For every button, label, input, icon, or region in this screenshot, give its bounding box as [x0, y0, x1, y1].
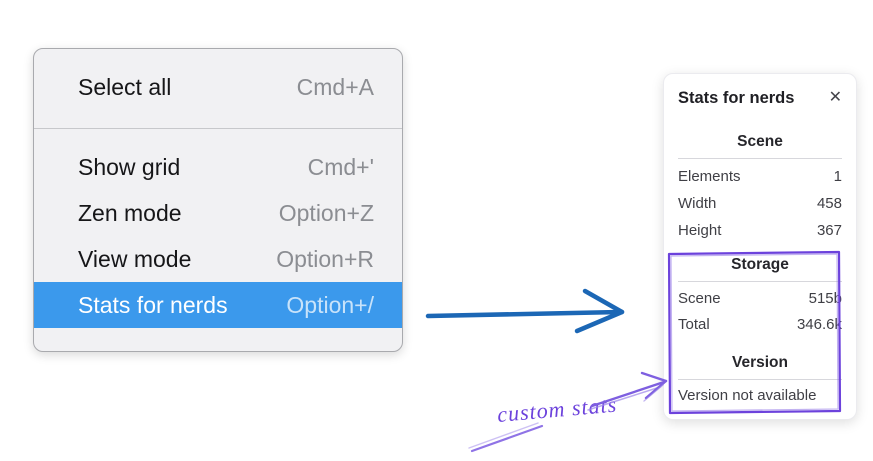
section-heading-storage: Storage — [731, 256, 789, 273]
custom-stats-annotation-label: custom stats — [496, 391, 619, 427]
menu-item-shortcut: Option+Z — [278, 199, 374, 226]
section-divider — [678, 281, 842, 282]
stat-label: Elements — [678, 168, 741, 185]
version-note: Version not available — [678, 387, 817, 404]
stat-row-width: Width 458 — [678, 190, 842, 217]
stat-value: 1 — [833, 168, 842, 185]
menu-item-shortcut: Option+/ — [286, 291, 374, 318]
blue-arrow-icon — [425, 288, 625, 334]
stats-panel-header: Stats for nerds ✕ — [678, 87, 842, 109]
stats-panel-title: Stats for nerds — [678, 88, 795, 107]
stat-value: 515b — [808, 290, 842, 307]
menu-item-select-all[interactable]: Select all Cmd+A — [34, 64, 402, 110]
menu-separator — [34, 128, 402, 129]
menu-item-label: Zen mode — [78, 199, 182, 226]
stat-value: 367 — [816, 222, 842, 239]
section-heading-scene: Scene — [737, 133, 783, 150]
menu-item-shortcut: Cmd+' — [307, 153, 374, 180]
context-menu: Select all Cmd+A Show grid Cmd+' Zen mod… — [33, 48, 403, 352]
close-icon[interactable]: ✕ — [828, 89, 842, 106]
stat-row-total-storage: Total 346.6k — [678, 312, 842, 338]
stat-row-scene-storage: Scene 515b — [678, 286, 842, 312]
menu-item-view-mode[interactable]: View mode Option+R — [34, 236, 402, 282]
menu-item-stats-for-nerds[interactable]: Stats for nerds Option+/ — [34, 282, 402, 328]
stat-row-height: Height 367 — [678, 217, 842, 244]
menu-item-zen-mode[interactable]: Zen mode Option+Z — [34, 190, 402, 236]
menu-item-label: View mode — [78, 245, 192, 272]
menu-item-label: Stats for nerds — [78, 291, 228, 318]
stat-row-elements: Elements 1 — [678, 163, 842, 190]
stat-label: Height — [678, 222, 722, 239]
stat-label: Total — [678, 316, 710, 333]
section-heading-version: Version — [732, 354, 788, 371]
stats-panel: Stats for nerds ✕ Scene Elements 1 Width… — [663, 73, 857, 420]
section-divider — [678, 158, 842, 159]
menu-item-label: Select all — [78, 73, 172, 100]
stat-label: Scene — [678, 290, 721, 307]
menu-item-show-grid[interactable]: Show grid Cmd+' — [34, 144, 402, 190]
stat-value: 458 — [816, 195, 842, 212]
menu-item-shortcut: Option+R — [276, 245, 374, 272]
section-divider — [678, 379, 842, 380]
menu-item-shortcut: Cmd+A — [296, 73, 374, 100]
stat-value: 346.6k — [796, 316, 842, 333]
menu-item-label: Show grid — [78, 153, 181, 180]
stat-label: Width — [678, 195, 717, 212]
